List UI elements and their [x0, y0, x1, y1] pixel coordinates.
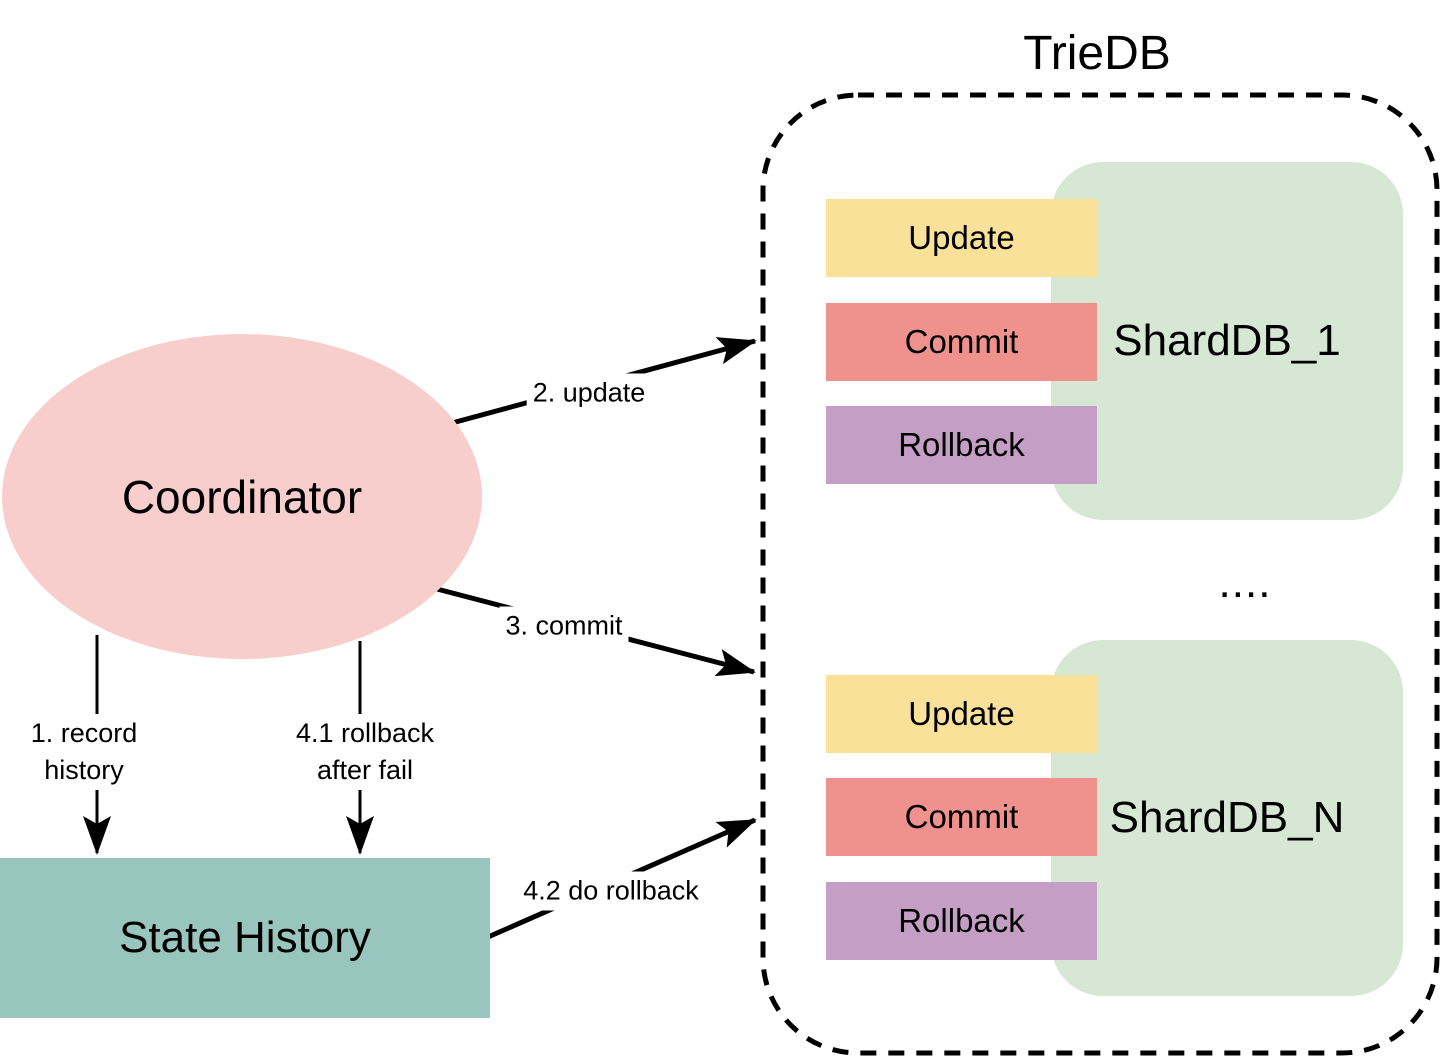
- shardN-commit-label: Commit: [904, 798, 1019, 835]
- state-history-label: State History: [119, 913, 371, 962]
- shardN-rollback-op: Rollback: [826, 882, 1097, 960]
- triedb-container-title: TrieDB: [1023, 27, 1171, 80]
- arrow-label-record-history: 1. record history: [24, 714, 144, 790]
- arrow-label-record-history-line2: history: [44, 755, 124, 785]
- more-shards-ellipsis: ....: [1218, 558, 1272, 607]
- shard1-commit-label: Commit: [904, 323, 1019, 360]
- triedb-boundary: [760, 92, 1440, 1056]
- coordinator-node: Coordinator: [2, 334, 482, 659]
- shard-db-1-node: ShardDB_1: [1051, 162, 1403, 520]
- arrow-label-update: 2. update: [526, 373, 652, 413]
- arrow-label-commit: 3. commit: [499, 606, 629, 646]
- shardN-update-op: Update: [826, 675, 1097, 753]
- arrow-label-record-history-line1: 1. record: [30, 718, 138, 748]
- shard1-rollback-label: Rollback: [898, 426, 1025, 463]
- shard1-update-op: Update: [826, 199, 1097, 277]
- shard1-commit-op: Commit: [826, 303, 1097, 381]
- shardN-update-label: Update: [908, 695, 1015, 732]
- shard-db-n-node: ShardDB_N: [1051, 640, 1403, 996]
- arrow-label-rollback-after-fail-line2: after fail: [316, 755, 414, 785]
- shard1-rollback-op: Rollback: [826, 406, 1097, 484]
- coordinator-label: Coordinator: [121, 470, 363, 523]
- shardN-commit-op: Commit: [826, 778, 1097, 856]
- state-history-node: State History: [0, 858, 490, 1018]
- arrow-label-do-rollback: 4.2 do rollback: [517, 871, 705, 911]
- shard-db-n-label: ShardDB_N: [1109, 793, 1345, 842]
- shard1-update-label: Update: [908, 219, 1015, 256]
- shard-db-1-label: ShardDB_1: [1113, 316, 1341, 365]
- arrow-label-rollback-after-fail: 4.1 rollback after fail: [289, 714, 441, 790]
- shardN-rollback-label: Rollback: [898, 902, 1025, 939]
- arrow-label-rollback-after-fail-line1: 4.1 rollback: [295, 718, 435, 748]
